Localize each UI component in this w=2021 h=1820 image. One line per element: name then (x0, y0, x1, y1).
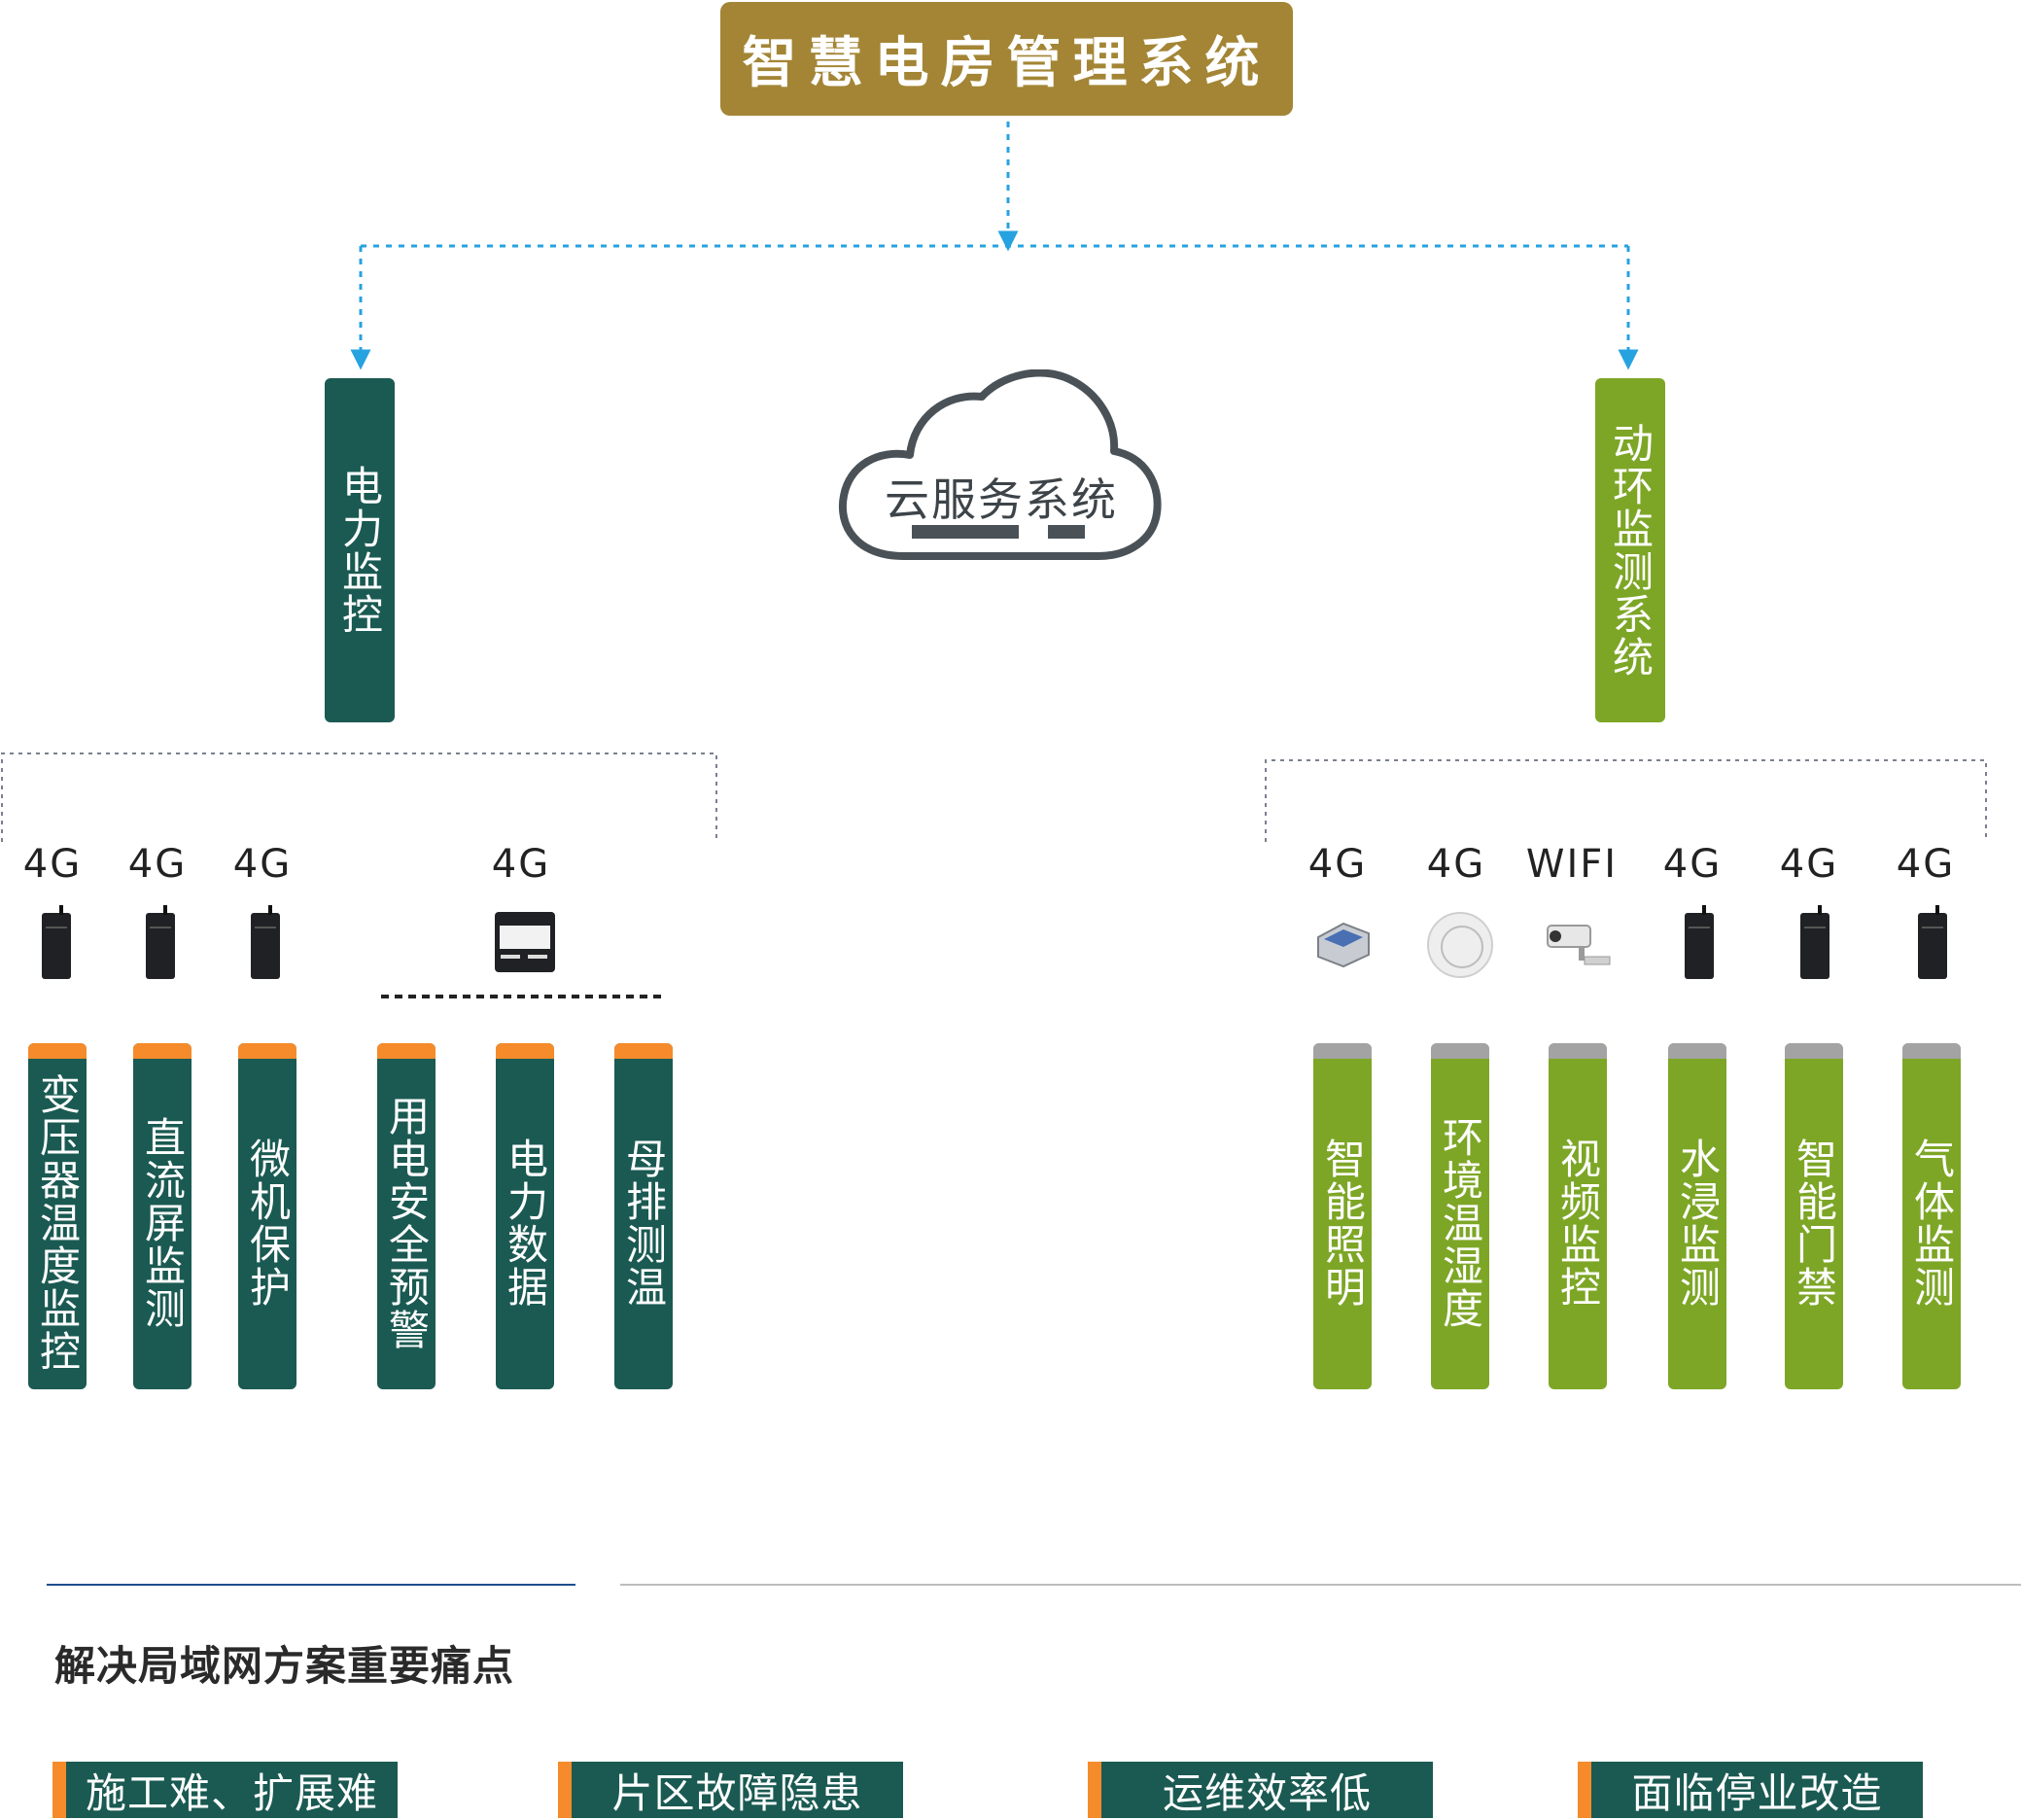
section-heading: 解决局域网方案重要痛点 (54, 1642, 515, 1690)
leaf-electrical-safety: 用电安全预警 (377, 1043, 436, 1389)
leaf-dc-panel: 直流屏监测 (133, 1043, 192, 1389)
gateway-device-icon (251, 905, 280, 979)
leaf-smart-lighting: 智能照明 (1313, 1043, 1372, 1389)
protocol-label: 4G (127, 842, 188, 887)
leaf-label: 用电安全预警 (382, 1095, 431, 1351)
leaf-label: 母排测温 (619, 1138, 668, 1309)
leaf-power-data: 电力数据 (496, 1043, 554, 1389)
gateway-device-icon (146, 905, 175, 979)
leaf-access-control: 智能门禁 (1785, 1043, 1843, 1389)
leaf-label: 电力数据 (501, 1138, 549, 1309)
env-monitor-label: 动环监测系统 (1606, 422, 1655, 679)
cloud-icon (838, 368, 1162, 560)
leaf-label: 智能照明 (1318, 1138, 1367, 1309)
pain-point: 运维效率低 (1088, 1762, 1433, 1818)
leaf-label: 直流屏监测 (138, 1116, 187, 1330)
pain-point-label: 片区故障隐患 (611, 1768, 863, 1817)
protocol-label: 4G (232, 842, 293, 887)
leaf-label: 变压器温度监控 (33, 1073, 82, 1373)
cloud-service: 云服务系统 (836, 368, 1163, 564)
leaf-label: 环境温湿度 (1436, 1116, 1484, 1330)
left-bracket (1, 752, 717, 842)
leaf-microcomputer-protection: 微机保护 (238, 1043, 296, 1389)
protocol-label: 4G (1307, 842, 1368, 887)
pain-point: 面临停业改造 (1578, 1762, 1923, 1818)
pain-point: 片区故障隐患 (558, 1762, 903, 1818)
protocol-label: 4G (1896, 842, 1956, 887)
leaf-temp-humidity: 环境温湿度 (1431, 1043, 1489, 1389)
gateway-device-icon (1800, 905, 1829, 979)
leaf-transformer-temp: 变压器温度监控 (28, 1043, 87, 1389)
leaf-busbar-temp: 母排测温 (614, 1043, 673, 1389)
pain-point-label: 面临停业改造 (1631, 1768, 1883, 1817)
power-monitor-label: 电力监控 (335, 465, 384, 636)
cloud-label: 云服务系统 (885, 473, 1118, 526)
system-title-box: 智慧电房管理系统 (720, 2, 1293, 116)
pain-point: 施工难、扩展难 (52, 1762, 398, 1818)
protocol-label: 4G (491, 842, 551, 887)
camera-icon (1544, 922, 1614, 970)
env-monitor-box: 动环监测系统 (1595, 378, 1665, 722)
leaf-water-leak: 水浸监测 (1668, 1043, 1726, 1389)
pain-point-label: 施工难、扩展难 (85, 1768, 378, 1817)
protocol-label: 4G (22, 842, 83, 887)
right-bracket (1265, 759, 1987, 842)
power-monitor-box: 电力监控 (325, 378, 395, 722)
power-meter-icon (495, 912, 555, 972)
leaf-gas-monitor: 气体监测 (1902, 1043, 1961, 1389)
temp-humidity-sensor-icon (1427, 912, 1493, 978)
protocol-label: 4G (1779, 842, 1839, 887)
leaf-label: 水浸监测 (1673, 1138, 1722, 1309)
protocol-label: 4G (1426, 842, 1486, 887)
leaf-label: 气体监测 (1907, 1138, 1956, 1309)
gateway-device-icon (1918, 905, 1947, 979)
protocol-label: WIFI (1525, 842, 1619, 887)
pain-point-label: 运维效率低 (1162, 1768, 1372, 1817)
leaf-label: 智能门禁 (1790, 1138, 1838, 1309)
system-title: 智慧电房管理系统 (742, 32, 1272, 95)
gateway-device-icon (1685, 905, 1714, 979)
leaf-label: 微机保护 (243, 1138, 292, 1309)
gateway-device-icon (42, 905, 71, 979)
leaf-video-monitor: 视频监控 (1549, 1043, 1607, 1389)
leaf-label: 视频监控 (1553, 1138, 1602, 1309)
lighting-module-icon (1314, 916, 1371, 968)
protocol-label: 4G (1662, 842, 1723, 887)
